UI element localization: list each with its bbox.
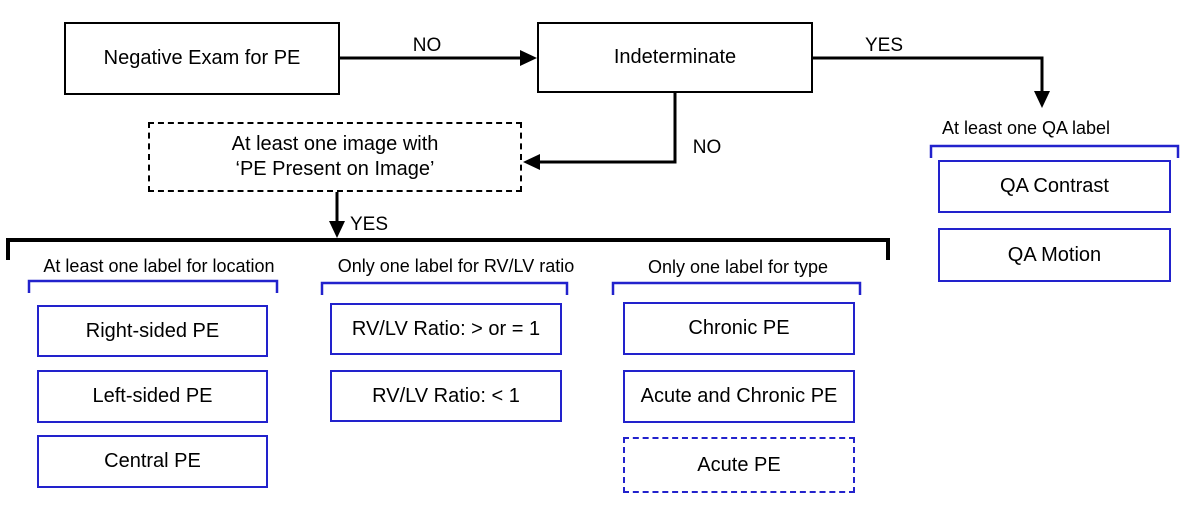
node-rvlv-lt1-label: RV/LV Ratio: < 1 [372,384,520,407]
edge-label-yes-right: YES [864,35,904,56]
edge-indeterminate-to-qa [813,56,1044,93]
bracket-rvlv [320,281,569,295]
node-central-pe-label: Central PE [104,450,201,472]
node-central-pe: Central PE [37,435,268,488]
group-span-bracket [6,238,890,260]
node-chronic-pe: Chronic PE [623,302,855,355]
node-rvlv-ge1-label: RV/LV Ratio: > or = 1 [351,317,541,340]
node-right-sided-pe: Right-sided PE [37,305,268,357]
node-pe-present-line1: At least one image with [231,133,439,155]
group-title-qa: At least one QA label [941,118,1111,138]
group-title-type: Only one label for type [647,257,829,277]
edge-label-no-middle: NO [692,137,722,158]
node-qa-motion: QA Motion [938,228,1171,282]
node-negative-exam-label: Negative Exam for PE [103,47,301,69]
node-rvlv-lt1: RV/LV Ratio: < 1 [330,370,562,422]
node-negative-exam: Negative Exam for PE [64,22,340,95]
node-acute-pe-label: Acute PE [697,453,781,476]
node-pe-present: At least one image with ‘PE Present on I… [148,122,522,192]
group-title-location: At least one label for location [43,256,275,276]
edge-label-no-top: NO [412,35,442,56]
node-indeterminate-label: Indeterminate [613,46,737,68]
node-qa-contrast-label: QA Contrast [1000,175,1109,197]
node-chronic-pe-label: Chronic PE [688,317,790,339]
node-indeterminate: Indeterminate [537,22,813,93]
bracket-location [27,279,279,293]
node-acute-pe: Acute PE [623,437,855,493]
node-qa-motion-label: QA Motion [1007,243,1102,266]
node-acute-and-chronic-pe: Acute and Chronic PE [623,370,855,423]
edge-label-yes-down: YES [350,214,389,235]
arrowhead-down-icon [329,221,345,238]
node-right-sided-pe-label: Right-sided PE [85,319,220,342]
arrowhead-down-icon [1034,91,1050,108]
group-title-rvlv: Only one label for RV/LV ratio [337,256,575,276]
node-left-sided-pe: Left-sided PE [37,370,268,423]
node-left-sided-pe-label: Left-sided PE [92,385,213,407]
bracket-type [611,281,862,295]
arrowhead-left-icon [523,154,540,170]
bracket-qa [929,144,1180,158]
node-acute-and-chronic-pe-label: Acute and Chronic PE [640,385,838,407]
arrowhead-right-icon [520,50,537,66]
node-pe-present-line2: ‘PE Present on Image’ [235,158,435,180]
node-rvlv-ge1: RV/LV Ratio: > or = 1 [330,303,562,355]
node-qa-contrast: QA Contrast [938,160,1171,213]
edge-indeterminate-to-pe-present [538,93,677,164]
